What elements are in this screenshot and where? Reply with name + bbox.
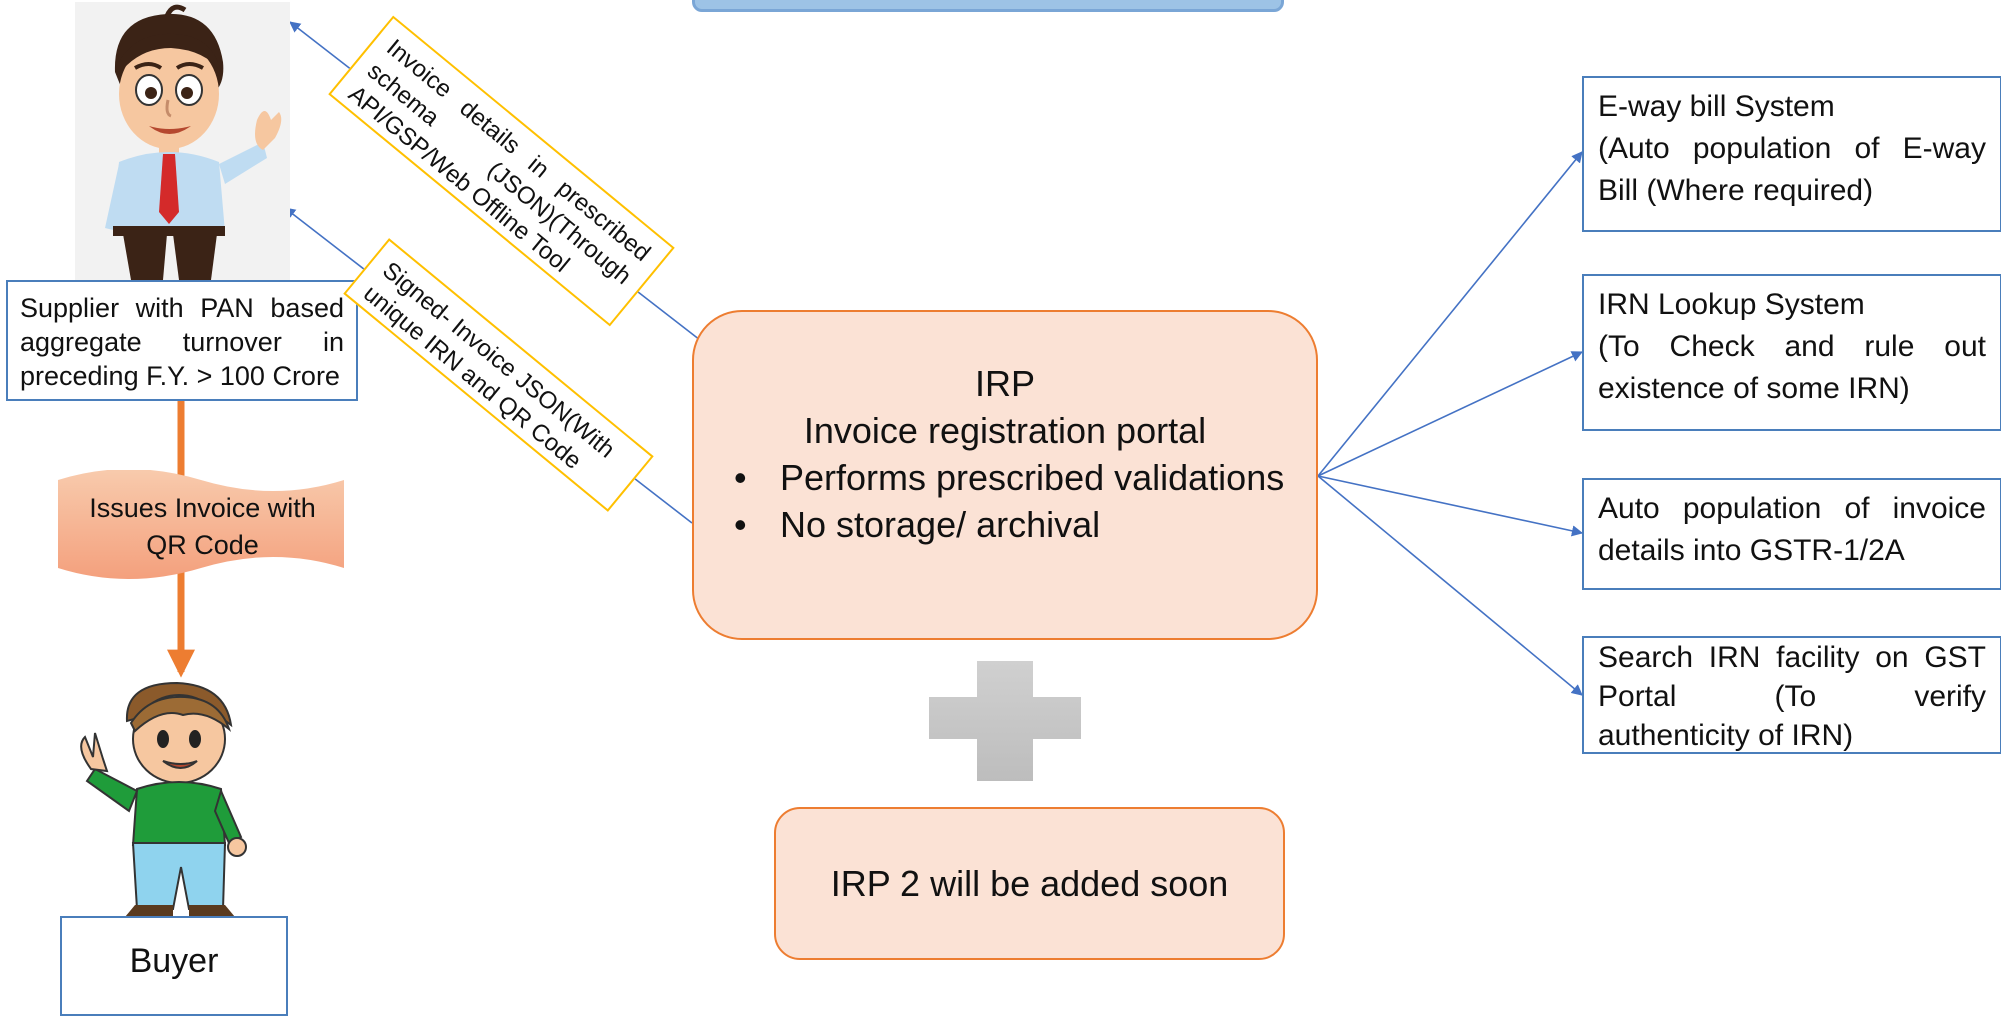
lookup-line-3: existence of some IRN) bbox=[1598, 372, 1910, 405]
irp-subtitle: Invoice registration portal bbox=[803, 410, 1207, 451]
supplier-person-icon bbox=[75, 2, 290, 280]
output-arrow-4 bbox=[1317, 475, 1583, 696]
issue-invoice-banner-text: Issues Invoice with QR Code bbox=[60, 490, 345, 564]
plus-icon bbox=[929, 661, 1081, 781]
supplier-line-3: preceding F.Y. > 100 Crore bbox=[20, 361, 340, 391]
output-arrow-2 bbox=[1317, 351, 1584, 477]
irp2-box: IRP 2 will be added soon bbox=[774, 807, 1285, 960]
banner-line-1: Issues Invoice with bbox=[89, 493, 316, 523]
irp-box: IRP Invoice registration portal Performs… bbox=[692, 310, 1318, 640]
issue-invoice-banner-shape bbox=[58, 470, 344, 579]
irp-bullet-validations: Performs prescribed validations bbox=[734, 454, 1316, 501]
search-line-3: authenticity of IRN) bbox=[1598, 719, 1854, 752]
search-irn-box: Search IRN facility on GST Portal (To ve… bbox=[1582, 636, 2001, 754]
search-line-1: Search IRN facility on GST bbox=[1598, 641, 1986, 674]
buyer-person-icon bbox=[80, 681, 247, 917]
output-arrow-1 bbox=[1317, 151, 1583, 477]
irp2-label: IRP 2 will be added soon bbox=[830, 862, 1229, 904]
buyer-label: Buyer bbox=[129, 942, 219, 980]
gstr-autopopulation-box: Auto population of invoice details into … bbox=[1582, 478, 2001, 590]
eway-line-3: Bill (Where required) bbox=[1598, 174, 1874, 207]
output-arrow-3 bbox=[1317, 475, 1584, 537]
lookup-line-2: (To Check and rule out bbox=[1598, 330, 1986, 363]
eway-bill-box: E-way bill System (Auto population of E-… bbox=[1582, 76, 2001, 232]
irp-bullet-list: Performs prescribed validations No stora… bbox=[694, 454, 1316, 548]
irp-title: IRP bbox=[974, 363, 1035, 404]
irn-lookup-box: IRN Lookup System (To Check and rule out… bbox=[1582, 274, 2001, 431]
search-line-2: Portal (To verify bbox=[1598, 680, 1986, 713]
lookup-line-1: IRN Lookup System bbox=[1598, 288, 1865, 321]
gstr-line-1: Auto population of invoice bbox=[1598, 492, 1986, 525]
top-bar-shape bbox=[692, 0, 1284, 12]
eway-line-1: E-way bill System bbox=[1598, 90, 1835, 123]
gstr-line-2: details into GSTR-1/2A bbox=[1598, 534, 1905, 567]
irp-bullet-storage: No storage/ archival bbox=[734, 501, 1316, 548]
supplier-line-1: Supplier with PAN based bbox=[20, 293, 344, 323]
buyer-box: Buyer bbox=[60, 916, 288, 1016]
supplier-line-2: aggregate turnover in bbox=[20, 327, 344, 357]
banner-line-2: QR Code bbox=[146, 530, 259, 560]
eway-line-2: (Auto population of E-way bbox=[1598, 132, 1986, 165]
supplier-description-box: Supplier with PAN based aggregate turnov… bbox=[6, 280, 358, 401]
